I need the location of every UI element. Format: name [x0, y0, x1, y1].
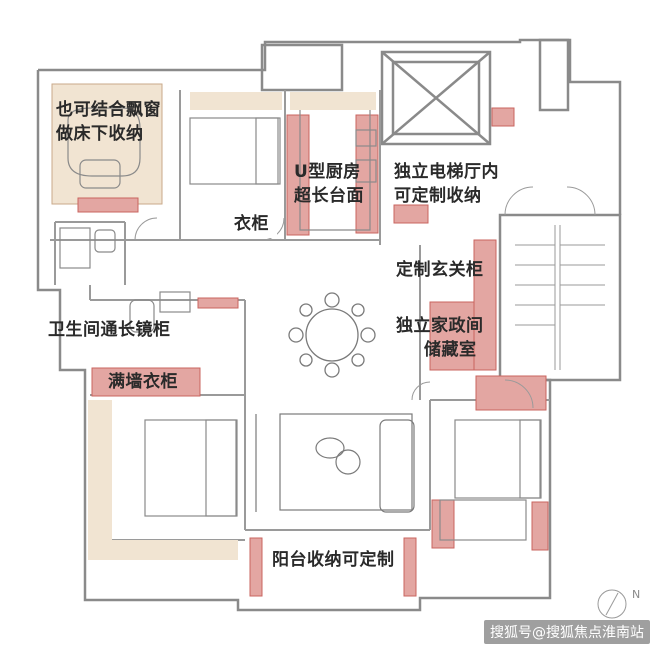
living-room-furniture [255, 413, 415, 513]
callout-storage-room: 独立家政间 储藏室 [396, 314, 484, 362]
beds [144, 117, 542, 541]
watermark: 搜狐号@搜狐焦点淮南站 [484, 620, 650, 644]
bay-window-area [51, 83, 376, 560]
callout-elevator-hall-line1: 独立电梯厅内 [394, 162, 499, 182]
callout-storage-room-line1: 独立家政间 [396, 316, 484, 336]
callout-balcony: 阳台收纳可定制 [264, 546, 403, 574]
callout-bay-window-line2: 做床下收纳 [56, 124, 144, 144]
door-swings [134, 186, 596, 409]
callout-bay-window: 也可结合飘窗 做床下收纳 [56, 98, 161, 146]
callout-storage-room-line2: 储藏室 [424, 340, 477, 360]
kitchen-counter [299, 110, 377, 231]
callout-entry-cabinet: 定制玄关柜 [396, 260, 484, 280]
callout-bay-window-line1: 也可结合飘窗 [56, 100, 161, 120]
dining-table [288, 292, 376, 378]
bathroom-fixtures [59, 107, 191, 333]
compass-rose: N [597, 588, 640, 619]
callout-bathroom-mirror: 卫生间通长镜柜 [48, 320, 171, 340]
callout-kitchen-line1: U型厨房 [294, 162, 361, 182]
callout-kitchen-line2: 超长台面 [294, 186, 364, 206]
callout-wardrobe: 衣柜 [226, 210, 277, 238]
exterior-walls [36, 38, 622, 612]
callout-wall-wardrobe: 满墙衣柜 [108, 372, 178, 392]
compass-north-label: N [632, 588, 640, 601]
storage-highlights [77, 107, 549, 597]
callout-elevator-hall-line2: 可定制收纳 [394, 186, 482, 206]
staircase [515, 225, 605, 370]
callout-kitchen: U型厨房 超长台面 [294, 160, 364, 208]
callout-elevator-hall: 独立电梯厅内 可定制收纳 [394, 160, 499, 208]
